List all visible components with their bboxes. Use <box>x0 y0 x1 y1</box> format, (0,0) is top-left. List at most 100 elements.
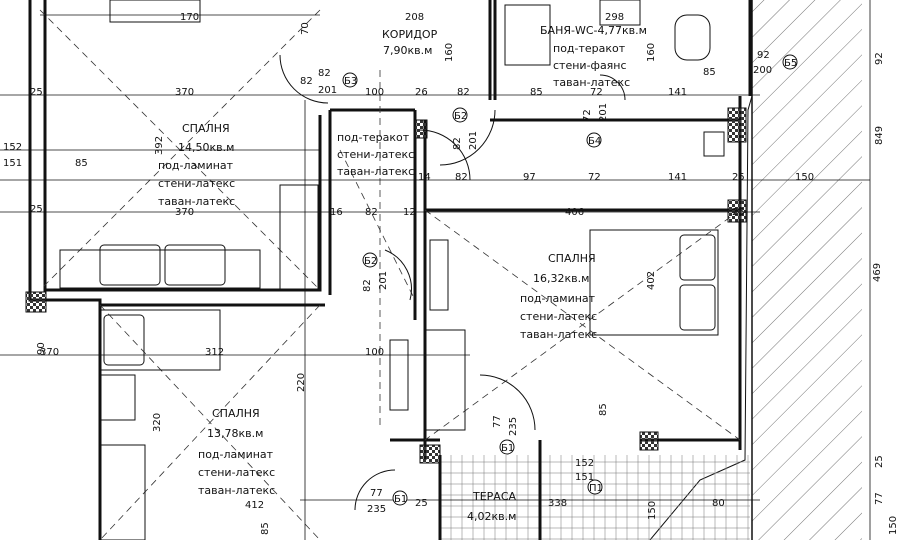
dim-70a: 70 <box>300 22 311 35</box>
dim-201d: 201 <box>378 271 389 290</box>
dim-208: 208 <box>405 12 424 23</box>
dim-100a: 100 <box>365 87 384 98</box>
tag-b1b: Б1 <box>394 494 407 505</box>
dim-151a: 151 <box>3 158 22 169</box>
dim-151b: 151 <box>575 472 594 483</box>
bedroom2-floor: под-ламинат <box>520 292 596 305</box>
dim-77c: 77 <box>874 492 885 505</box>
bath-ceiling: таван-латекс <box>553 76 630 89</box>
dim-312: 312 <box>205 347 224 358</box>
dim-80: 80 <box>712 498 725 509</box>
dim-77b: 77 <box>370 488 383 499</box>
corridor-area: 7,90кв.м <box>383 44 432 57</box>
dim-25a: 25 <box>30 87 43 98</box>
dim-25c: 25 <box>30 204 43 215</box>
tag-b4: Б4 <box>588 136 601 147</box>
corridor-walls: стени-латекс <box>337 148 414 161</box>
bedroom1-walls: стени-латекс <box>158 177 235 190</box>
corridor-ceiling: таван-латекс <box>337 165 414 178</box>
dim-338: 338 <box>548 498 567 509</box>
corridor-floor: под-теракот <box>337 131 410 144</box>
tag-b2: Б2 <box>454 111 467 122</box>
dim-201c: 201 <box>598 103 609 122</box>
dim-82a: 82 <box>300 76 313 87</box>
dim-25b: 25 <box>732 172 745 183</box>
dim-150b: 150 <box>647 501 658 520</box>
bedroom3-walls: стени-латекс <box>198 466 275 479</box>
dim-82c: 82 <box>457 87 470 98</box>
dim-235a: 235 <box>508 417 519 436</box>
dim-170: 170 <box>180 12 199 23</box>
bedroom3-area: 13,78кв.м <box>207 427 263 440</box>
dim-85c: 85 <box>75 158 88 169</box>
tag-b2b: Б2 <box>364 256 377 267</box>
dim-412: 412 <box>245 500 264 511</box>
bedroom2-walls: стени-латекс <box>520 310 597 323</box>
dim-152a: 152 <box>3 142 22 153</box>
bedroom2-ceiling: таван-латекс <box>520 328 597 341</box>
furniture <box>59 0 719 540</box>
dim-298: 298 <box>605 12 624 23</box>
bedroom1-floor: под-ламинат <box>158 159 234 172</box>
tag-b3: Б3 <box>344 76 357 87</box>
dim-370a: 370 <box>175 87 194 98</box>
dim-141a: 141 <box>668 87 687 98</box>
dim-85b: 85 <box>530 87 543 98</box>
dim-12: 12 <box>403 207 416 218</box>
dim-201a: 201 <box>318 85 337 96</box>
bedroom1-area: 14,50кв.м <box>178 141 234 154</box>
dim-402: 402 <box>646 271 657 290</box>
dim-85a: 85 <box>703 67 716 78</box>
dim-85e: 85 <box>260 522 271 535</box>
dim-200: 200 <box>753 65 772 76</box>
dim-141b: 141 <box>668 172 687 183</box>
dim-25e: 25 <box>415 498 428 509</box>
dim-90: 90 <box>36 342 47 355</box>
dim-406: 406 <box>565 207 584 218</box>
element-tags: Б3 Б2 Б4 Б5 Б2 Б1 Б1 П1 <box>342 54 798 506</box>
dim-82e: 82 <box>455 172 468 183</box>
dim-85d: 85 <box>598 403 609 416</box>
dim-370b: 370 <box>175 207 194 218</box>
dim-25d: 25 <box>732 207 745 218</box>
dim-92b: 92 <box>874 52 885 65</box>
dim-97: 97 <box>523 172 536 183</box>
dim-82b: 82 <box>318 68 331 79</box>
bedroom3-ceiling: таван-латекс <box>198 484 275 497</box>
columns <box>25 107 747 464</box>
dim-82d: 82 <box>452 137 463 150</box>
dim-14: 14 <box>418 172 431 183</box>
dim-100b: 100 <box>365 347 384 358</box>
dim-160b: 160 <box>646 43 657 62</box>
dimension-lines <box>0 0 871 540</box>
dim-25f: 25 <box>874 455 885 468</box>
terrace-area: 4,02кв.м <box>467 510 516 523</box>
terrace-tiles <box>440 455 750 540</box>
bedroom3-name: СПАЛНЯ <box>212 407 260 420</box>
bath-name: БАНЯ-WC-4,77кв.м <box>540 24 647 37</box>
dim-320: 320 <box>152 413 163 432</box>
dim-77a: 77 <box>492 415 503 428</box>
dim-201b: 201 <box>468 131 479 150</box>
bedroom2-name: СПАЛНЯ <box>548 252 596 265</box>
bedroom3-floor: под-ламинат <box>198 448 274 461</box>
dim-469: 469 <box>872 263 883 282</box>
dim-72c: 72 <box>588 172 601 183</box>
dim-72b: 72 <box>582 109 593 122</box>
tag-b1: Б1 <box>501 443 514 454</box>
dim-849: 849 <box>874 126 885 145</box>
dim-26: 26 <box>415 87 428 98</box>
facade-hatch <box>752 0 862 540</box>
dim-82f: 82 <box>365 207 378 218</box>
dim-392: 392 <box>154 136 165 155</box>
dim-235b: 235 <box>367 504 386 515</box>
dim-370c: 370 <box>40 347 59 358</box>
door-swings <box>279 54 626 511</box>
tag-p1: П1 <box>589 483 603 494</box>
bath-walls: стени-фаянс <box>553 59 627 72</box>
bedroom1-ceiling: таван-латекс <box>158 195 235 208</box>
dim-220: 220 <box>296 373 307 392</box>
dimension-labels: 170 208 298 85 92 200 25 370 82 82 201 1… <box>3 12 899 535</box>
tag-b5: Б5 <box>784 58 797 69</box>
